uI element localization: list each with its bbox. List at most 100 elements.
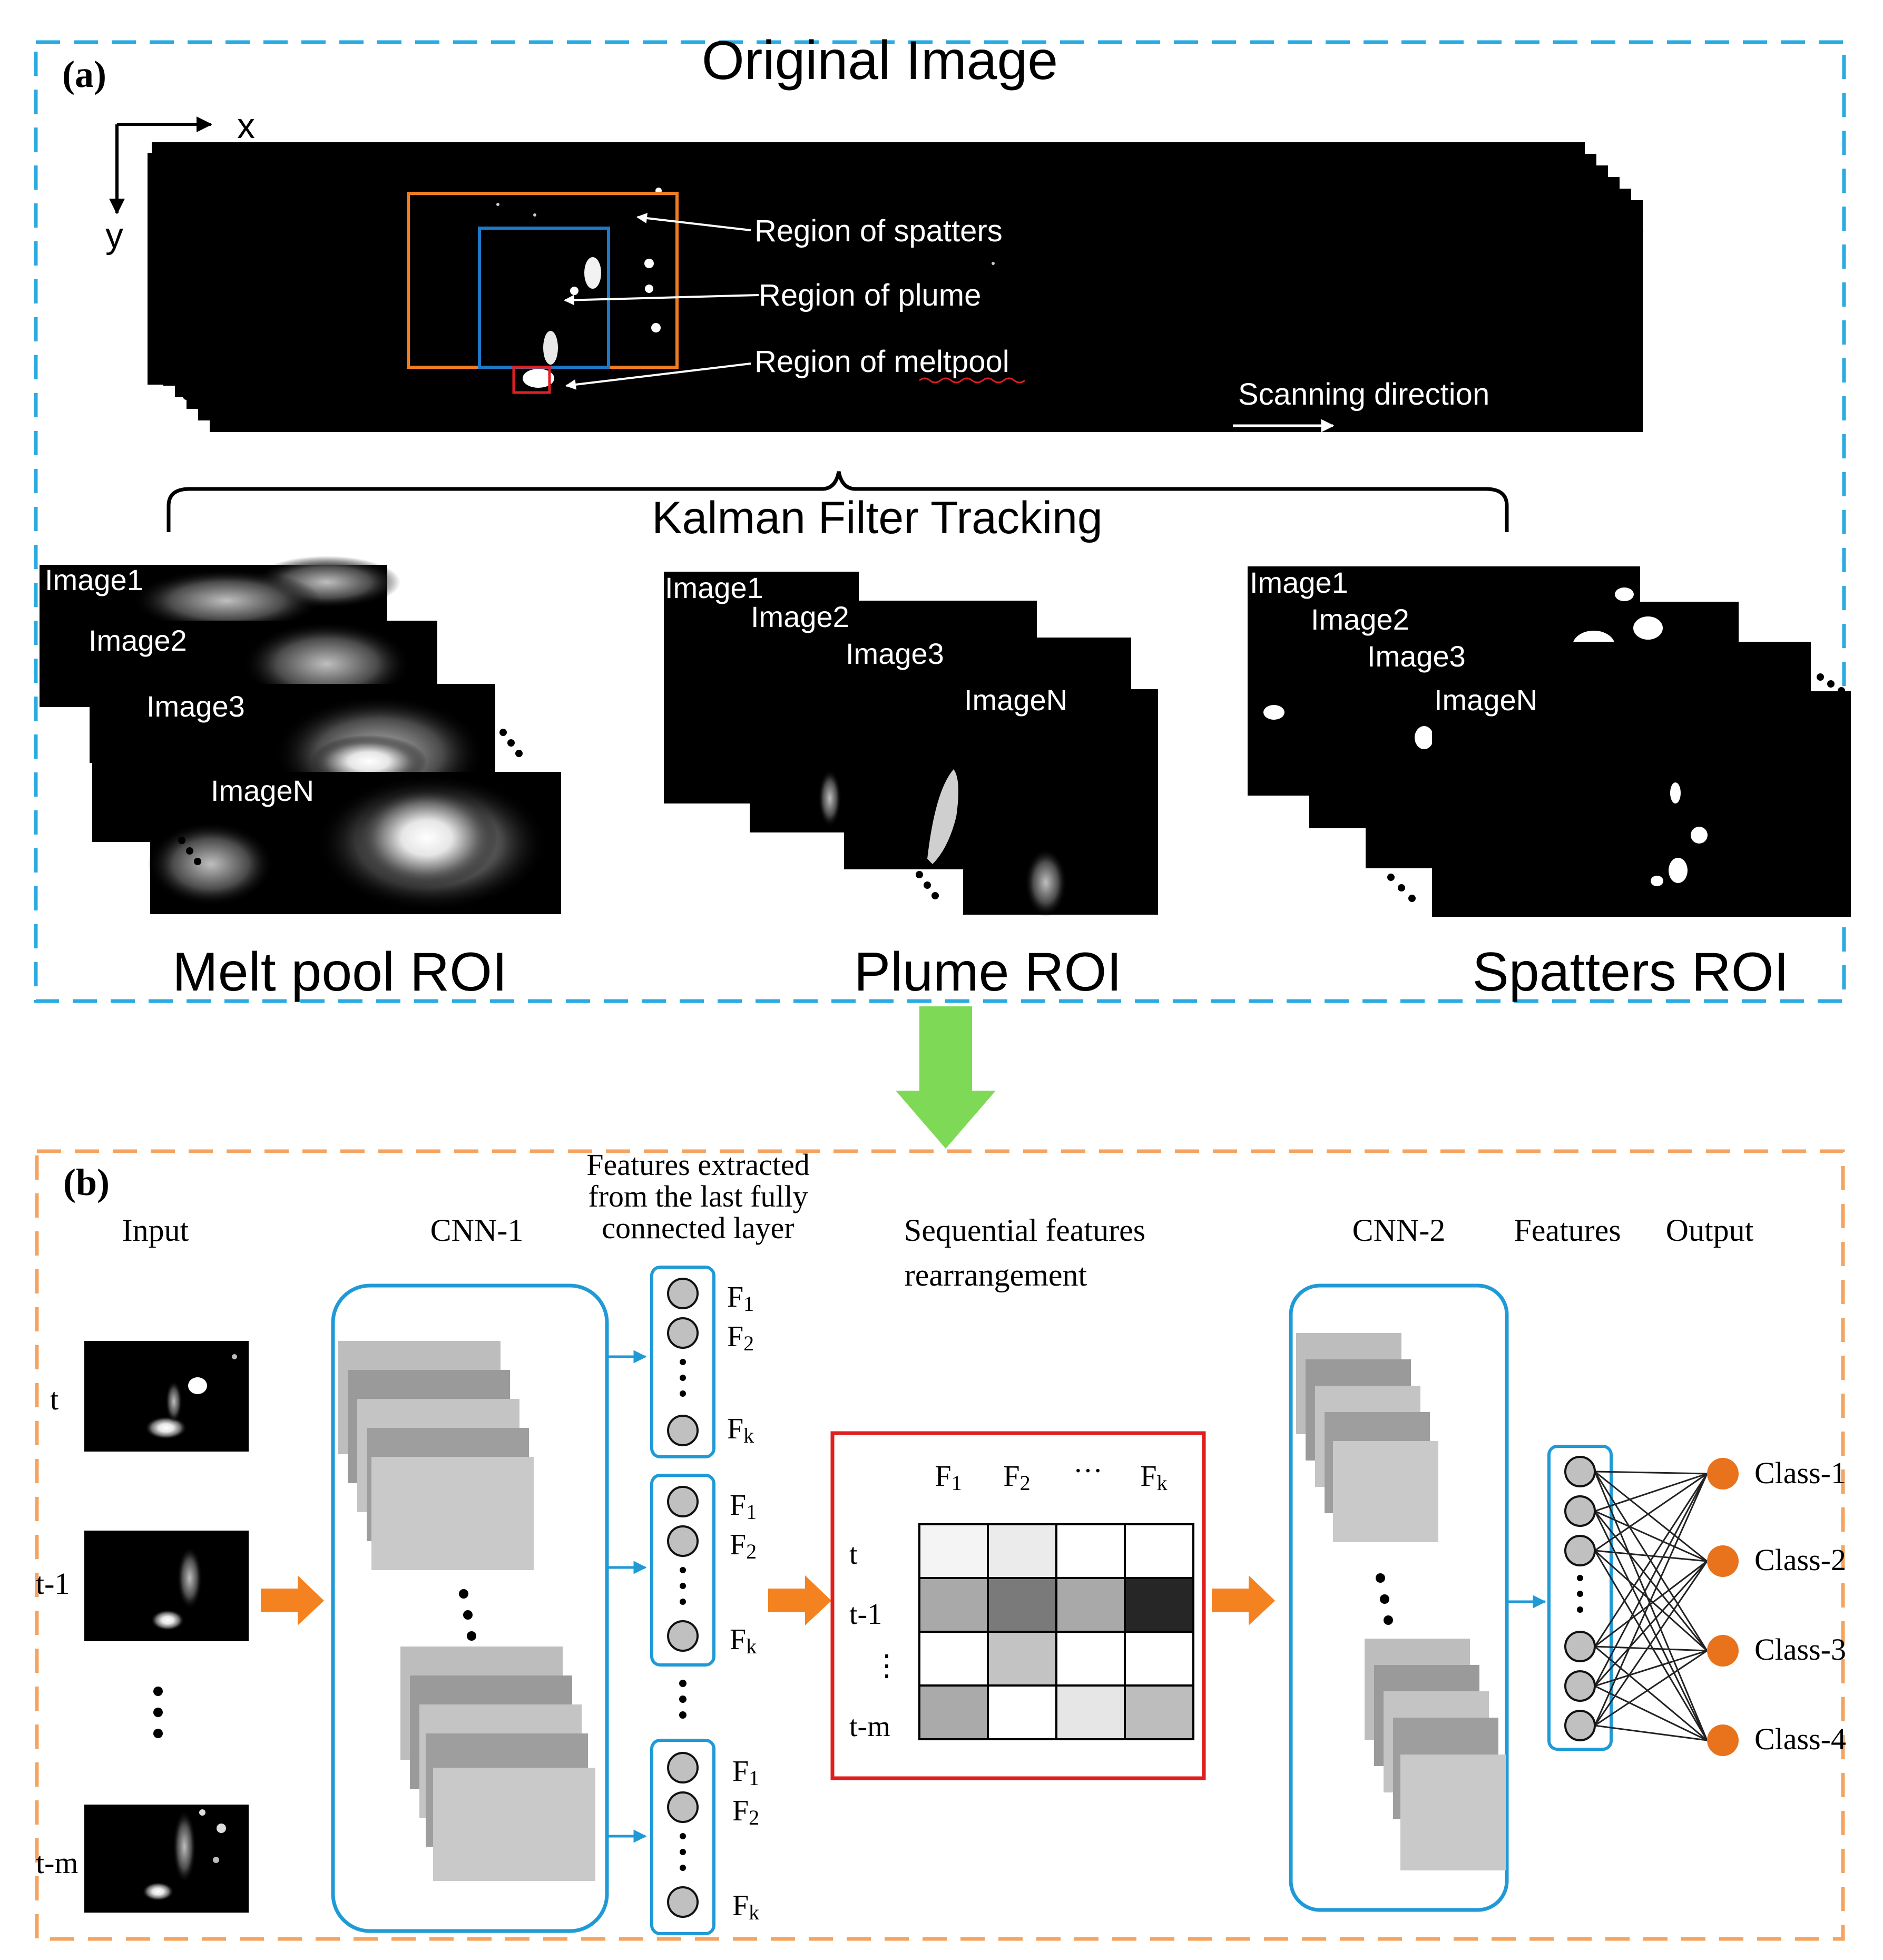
matrix-cell [1124,1577,1194,1633]
connection-line [1594,1650,1708,1687]
matrix-col-f2: F2 [1003,1460,1030,1495]
class-3-label: Class-3 [1754,1632,1846,1667]
connection-line [1594,1473,1708,1687]
connection-line [1594,1724,1708,1741]
vector-t-1-f1: F1 [730,1489,757,1524]
connection-line [1594,1560,1708,1687]
connection-line [1594,1473,1708,1552]
flow-arrow-3 [1212,1575,1275,1625]
plume-image-3: Image3 [846,637,944,670]
spatters-roi-caption: Spatters ROI [1472,942,1789,1003]
axis-y-label: y [105,215,123,256]
feature-vector-t-m [650,1739,715,1935]
panel-transition-arrow [896,1006,996,1149]
input-time-t-m: t-m [36,1846,79,1880]
features-extracted-header-line-2: from the last fully [588,1179,808,1213]
rearrangement-matrix: F1 F2 ··· Fk t t-1 ⋮ t-m [830,1431,1206,1780]
connection-line [1594,1511,1708,1741]
plume-image-n: ImageN [964,683,1067,717]
plume-image-1: Image1 [665,571,763,604]
fully-connected-lines [1594,1471,1708,1741]
flow-arrow-2 [768,1575,831,1625]
output-header: Output [1666,1213,1754,1248]
plume-roi-stack: Image1 Image2 Image3 ImageN Plume ROI [664,571,1158,1003]
class-4-label: Class-4 [1754,1722,1846,1756]
panel-b-label: (b) [63,1161,110,1203]
matrix-cell [918,1577,989,1633]
plume-image-2: Image2 [751,600,849,633]
output-node [1707,1724,1739,1756]
matrix-row-t-1: t-1 [849,1598,882,1631]
panel-a: (a) Original Image x y [34,30,1851,1003]
feature-vectors: F1 F2 Fk F1 F2 Fk F1 F2 Fk [650,1266,759,1935]
output-node [1707,1635,1739,1667]
matrix-row-ellipsis: ⋮ [872,1650,901,1682]
class-2-label: Class-2 [1754,1543,1846,1577]
matrix-cell [987,1523,1057,1579]
input-header: Input [122,1213,189,1248]
feature-vector-t [650,1266,715,1458]
output-nodes [1707,1458,1739,1756]
connection-line [1594,1471,1708,1741]
matrix-cell [918,1684,989,1740]
original-image-title: Original Image [702,30,1058,91]
connection-line [1594,1685,1708,1741]
connection-line [1594,1473,1708,1647]
vector-t-m-fk: Fk [732,1889,759,1924]
sequential-header-line-1: Sequential features [904,1213,1145,1248]
spatter-image-3: Image3 [1367,640,1466,673]
matrix-cell [1055,1577,1126,1633]
connection-line [1594,1645,1708,1741]
flow-arrow-1 [261,1575,324,1625]
vector-t-m-f2: F2 [732,1795,759,1829]
kalman-filter-label: Kalman Filter Tracking [652,493,1103,543]
matrix-row-t-m: t-m [849,1710,890,1743]
final-features: Class-1 Class-2 Class-3 Class-4 [1547,1445,1846,1756]
spatter-image-2: Image2 [1311,603,1409,636]
region-spatters-label: Region of spatters [754,214,1003,248]
vector-t-1-f2: F2 [730,1528,757,1563]
matrix-cell [1124,1523,1194,1579]
feature-vector-t-1 [650,1474,715,1667]
connection-line [1594,1650,1708,1727]
scanning-direction-label: Scanning direction [1238,377,1489,411]
final-feature-vector [1547,1445,1613,1751]
region-meltpool-label: Region of meltpool [754,345,1009,379]
meltpool-roi-stack: Image1 Image2 Image3 ImageN Melt pool RO… [40,556,561,1003]
feature-node [1564,1535,1596,1566]
connection-line [1594,1471,1708,1562]
cnn2-header: CNN-2 [1352,1213,1446,1248]
matrix-row-t: t [849,1538,858,1571]
connection-line [1594,1645,1708,1652]
cnn1-header: CNN-1 [430,1213,524,1248]
vector-t-f1: F1 [727,1281,754,1316]
original-image-stack: Region of spatters Region of plume Regio… [148,142,1643,433]
connection-line [1594,1471,1708,1475]
xy-axes: x y [105,106,255,256]
meltpool-image-n: ImageN [211,774,314,807]
connection-line [1594,1560,1708,1648]
panel-a-border [34,40,1846,1003]
meltpool-image-1: Image1 [45,563,143,596]
input-time-t: t [50,1382,58,1416]
matrix-col-fk: Fk [1140,1460,1167,1495]
cnn1-block [331,1283,647,1933]
matrix-cell [987,1684,1057,1740]
features-header: Features [1514,1213,1621,1248]
feature-node [1564,1670,1596,1702]
matrix-frame [830,1431,1206,1780]
features-extracted-header-line-1: Features extracted [586,1148,810,1182]
cnn2-block [1289,1283,1546,1912]
input-frames: t t-1 t-m [36,1341,249,1913]
sequential-header-line-2: rearrangement [905,1258,1087,1292]
class-1-label: Class-1 [1754,1456,1846,1490]
connection-line [1594,1473,1708,1512]
feature-node [1564,1631,1596,1662]
matrix-cell [987,1577,1057,1633]
connection-line [1594,1510,1708,1562]
feature-node [1564,1495,1596,1527]
matrix-cells [918,1523,1194,1740]
feature-node [1564,1456,1596,1487]
output-node [1707,1545,1739,1577]
output-node [1707,1458,1739,1489]
